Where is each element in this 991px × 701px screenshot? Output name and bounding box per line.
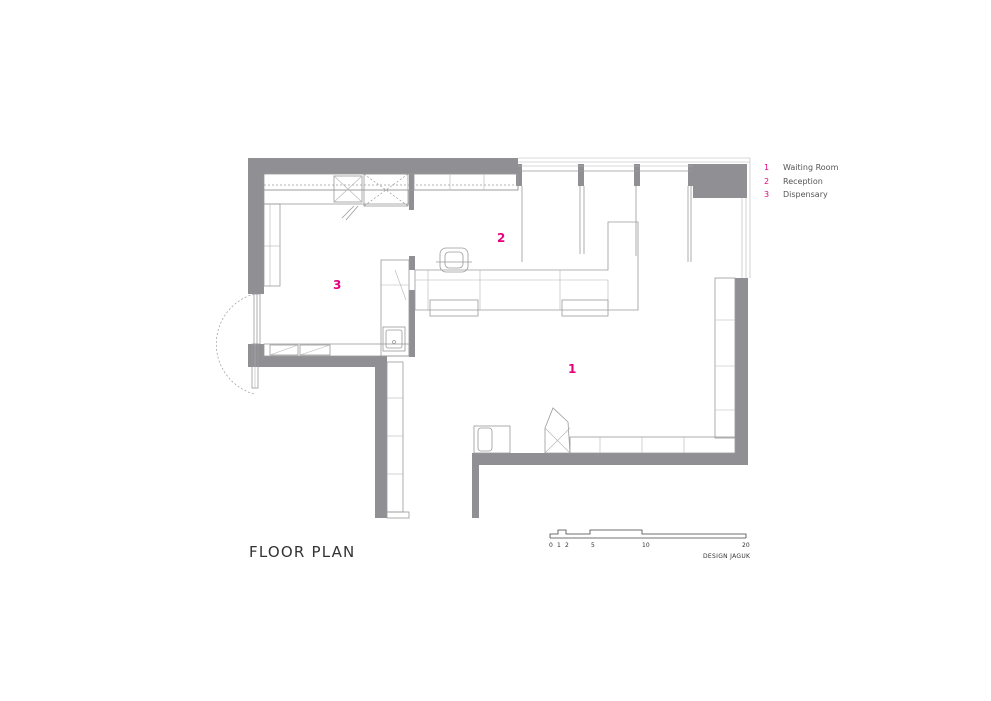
reception-desk xyxy=(414,221,639,317)
room-number-3: 3 xyxy=(333,278,341,292)
legend-label: Waiting Room xyxy=(783,163,839,172)
legend-label: Reception xyxy=(783,176,823,186)
legend-label: Dispensary xyxy=(783,190,828,199)
scale-tick-label: 0 xyxy=(549,542,553,549)
scale-tick-label: 10 xyxy=(642,542,650,549)
drawing-title: FLOOR PLAN xyxy=(249,543,356,561)
left-shelving xyxy=(263,203,281,287)
scale-tick-label: 5 xyxy=(591,542,595,549)
scale-tick-label: 2 xyxy=(565,542,569,549)
top-counter xyxy=(263,173,519,221)
scale-bar xyxy=(549,529,747,539)
design-credit: DESIGN JAGUK xyxy=(703,553,751,560)
dispensary-counters xyxy=(263,259,410,357)
entrance-door xyxy=(216,293,261,395)
windows xyxy=(518,157,751,278)
scale-tick-label: 1 xyxy=(557,542,561,549)
room-number-2: 2 xyxy=(497,231,505,245)
waiting-benches xyxy=(386,277,736,519)
walls xyxy=(248,158,748,518)
scale-tick-label: 20 xyxy=(742,542,750,549)
room-number-1: 1 xyxy=(568,362,576,376)
